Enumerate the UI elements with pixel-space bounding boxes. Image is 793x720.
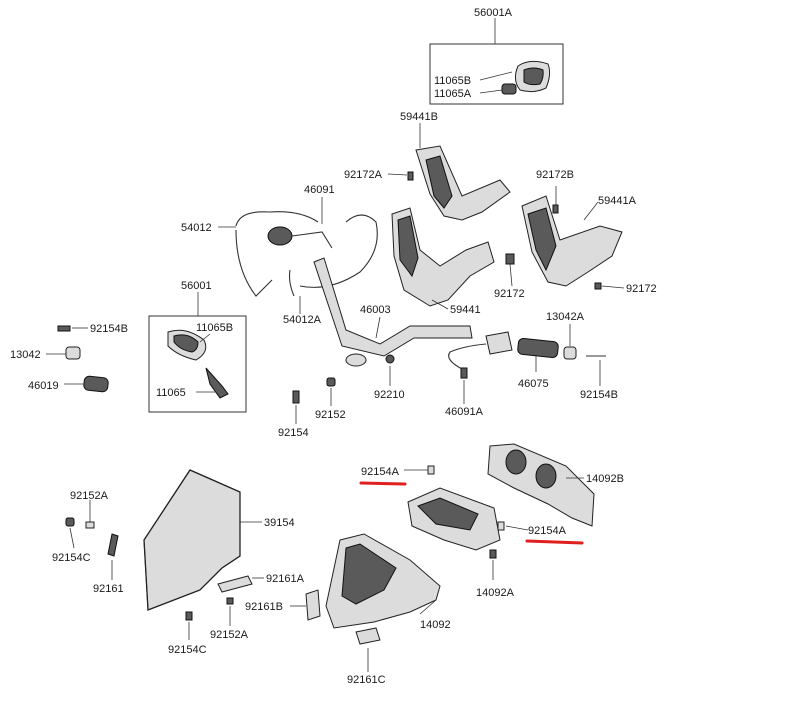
windshield-39154: [143, 469, 321, 640]
label-92210: 92210: [374, 389, 405, 401]
label-92152A-bottom: 92152A: [210, 629, 249, 641]
handlebar-46003: [313, 257, 473, 386]
label-92154: 92154: [278, 427, 309, 439]
label-14092B: 14092B: [586, 473, 624, 485]
cover-59441B: [387, 123, 511, 221]
label-92154B-a: 92154B: [90, 323, 128, 335]
label-92172A: 92172A: [344, 169, 383, 181]
label-92172-a: 92172: [494, 288, 525, 300]
cover-59441: [391, 207, 515, 310]
label-92152: 92152: [315, 409, 346, 421]
label-59441A: 59441A: [598, 195, 637, 207]
label-46075: 46075: [518, 378, 549, 390]
label-92154C-bottom: 92154C: [168, 644, 207, 656]
label-59441B: 59441B: [400, 111, 438, 123]
label-11065A: 11065A: [434, 88, 472, 100]
label-11065B-left: 11065B: [196, 322, 233, 334]
front-cover-14092: [325, 533, 441, 672]
inner-cover-14092A: [404, 465, 529, 580]
label-92161B: 92161B: [245, 601, 283, 613]
label-92172B: 92172B: [536, 169, 574, 181]
label-46003: 46003: [360, 304, 391, 316]
label-54012A: 54012A: [283, 314, 322, 326]
label-92161: 92161: [93, 583, 124, 595]
label-13042: 13042: [10, 349, 41, 361]
label-14092A: 14092A: [476, 587, 515, 599]
label-92154A-right: 92154A: [528, 525, 567, 537]
label-92161C: 92161C: [347, 674, 386, 686]
label-56001: 56001: [181, 280, 212, 292]
label-92161A: 92161A: [266, 573, 305, 585]
label-46091A: 46091A: [445, 406, 484, 418]
bolts-92152-92154: [292, 377, 336, 424]
highlight-underline-92154A-right: [525, 539, 584, 545]
mirror-assembly-56001A: [429, 18, 564, 105]
label-92152A-left: 92152A: [70, 490, 109, 502]
label-92154C-left: 92154C: [52, 552, 91, 564]
switch-46091A: [448, 331, 513, 404]
label-59441: 59441: [450, 304, 481, 316]
label-14092: 14092: [420, 619, 451, 631]
label-54012: 54012: [181, 222, 212, 234]
grip-46075: [517, 324, 606, 386]
label-11065: 11065: [156, 387, 186, 399]
label-92154B-b: 92154B: [580, 389, 618, 401]
cable-set-54012: [218, 197, 378, 314]
label-39154: 39154: [264, 517, 295, 529]
cover-59441A: [521, 186, 625, 290]
label-92172-b: 92172: [626, 283, 657, 295]
label-46019: 46019: [28, 380, 59, 392]
highlight-underline-92154A-left: [359, 481, 407, 486]
upper-cover-14092B: [487, 443, 595, 527]
left-grip-parts: [46, 325, 109, 393]
mirror-assembly-56001: [148, 292, 247, 413]
left-small-parts: [65, 500, 119, 580]
label-92154A-left: 92154A: [361, 466, 400, 478]
label-46091: 46091: [304, 184, 335, 196]
label-13042A: 13042A: [546, 311, 585, 323]
label-56001A: 56001A: [474, 7, 513, 19]
label-11065B-top: 11065B: [434, 75, 471, 87]
